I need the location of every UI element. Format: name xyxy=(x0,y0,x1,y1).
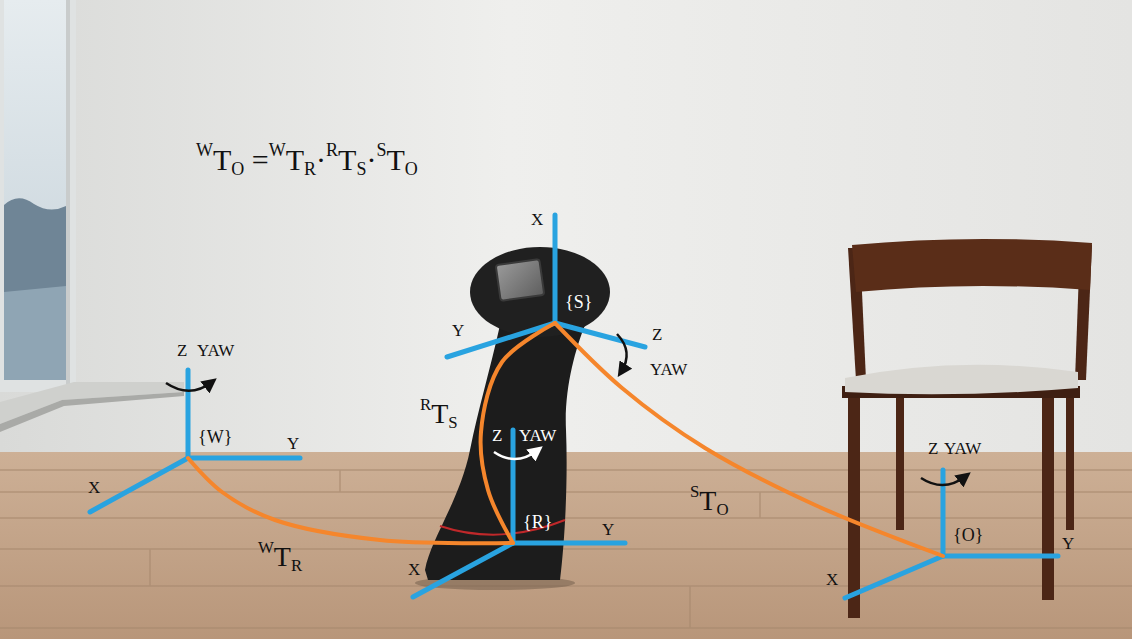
subscript: O xyxy=(716,500,728,519)
plank-line xyxy=(0,627,1132,629)
frame-name: {R} xyxy=(523,513,552,533)
robot xyxy=(415,247,610,590)
yaw-arrow xyxy=(494,450,538,459)
transform-curve xyxy=(188,458,513,543)
plank-joint xyxy=(689,586,691,628)
window-mullion xyxy=(66,0,70,385)
robot-y-axis xyxy=(513,541,625,546)
frame-node: {R} xyxy=(513,511,554,543)
transform-equation: WTO =WTR·RTS·STO xyxy=(196,140,418,180)
sensor-x-axis xyxy=(553,215,558,323)
yaw-arrow xyxy=(166,382,212,391)
transform-curve xyxy=(555,323,943,556)
axis-label: Z xyxy=(928,439,938,459)
plank-joint xyxy=(759,492,761,518)
object-x-axis xyxy=(845,556,943,598)
robot-z-axis xyxy=(511,430,516,543)
yaw-arrows xyxy=(166,334,966,485)
superscript: W xyxy=(196,140,213,160)
axis-label: X xyxy=(88,478,100,498)
chair-front-leg xyxy=(848,392,860,618)
subscript: O xyxy=(231,159,244,179)
object-y-axis xyxy=(943,554,1058,559)
plank-joint xyxy=(339,470,341,492)
superscript: S xyxy=(376,140,386,160)
axis-label: Y xyxy=(452,321,464,341)
superscript: R xyxy=(420,395,431,414)
axis-label: YAW xyxy=(944,439,981,459)
axis-label: YAW xyxy=(650,360,687,380)
superscript: S xyxy=(690,482,699,501)
subscript: R xyxy=(291,556,302,575)
window-glass xyxy=(4,0,66,380)
sea xyxy=(4,286,66,380)
frame-name: {O} xyxy=(953,526,983,546)
frame-name: {S} xyxy=(565,293,592,313)
robot-x-axis xyxy=(413,543,513,597)
subscript: S xyxy=(448,413,457,432)
frame-node: {S} xyxy=(555,291,594,323)
axis-label: X xyxy=(826,570,838,590)
axis-label: Z xyxy=(492,426,502,446)
chair-seat-cushion xyxy=(845,365,1078,394)
yaw-arrow xyxy=(921,476,966,485)
robot-screen xyxy=(496,259,545,301)
superscript: R xyxy=(326,140,338,160)
transform-label: RTS xyxy=(420,395,458,432)
transform-label: WTR xyxy=(258,538,302,575)
plank-line xyxy=(0,548,1132,550)
superscript: W xyxy=(269,140,286,160)
axis-label: X xyxy=(408,560,420,580)
chair-back-leg xyxy=(896,392,904,530)
world-x-axis xyxy=(90,458,188,512)
chair-top-rail xyxy=(852,239,1092,292)
window-frame xyxy=(0,0,76,392)
chair xyxy=(842,239,1092,618)
world-y-axis xyxy=(188,456,300,461)
axis-lines xyxy=(90,215,1058,598)
axis-label: Y xyxy=(1062,534,1074,554)
subscript: O xyxy=(405,159,418,179)
superscript: W xyxy=(258,538,274,557)
plank-joint xyxy=(149,549,151,586)
distant-hills xyxy=(4,198,66,300)
frame-node: {W} xyxy=(188,426,234,458)
object-z-axis xyxy=(941,470,946,556)
axis-label: YAW xyxy=(197,341,234,361)
subscript: S xyxy=(356,159,366,179)
axis-label: Z xyxy=(177,341,187,361)
transform-label: STO xyxy=(690,482,729,519)
chair-back-leg xyxy=(1066,388,1074,530)
subscript: R xyxy=(304,159,316,179)
world-z-axis xyxy=(186,370,191,458)
frame-node: {O} xyxy=(943,524,985,556)
window xyxy=(0,0,76,392)
frame-name: {W} xyxy=(198,428,232,448)
axis-label: Y xyxy=(602,520,614,540)
axis-label: Z xyxy=(652,325,662,345)
axis-label: YAW xyxy=(519,426,556,446)
axis-label: Y xyxy=(287,434,299,454)
robot-head xyxy=(470,247,610,337)
chair-front-leg xyxy=(1042,390,1054,600)
plank-line xyxy=(0,517,1132,519)
axis-label: X xyxy=(531,210,543,230)
yaw-arrow xyxy=(617,334,627,372)
sill-edge xyxy=(0,392,184,432)
